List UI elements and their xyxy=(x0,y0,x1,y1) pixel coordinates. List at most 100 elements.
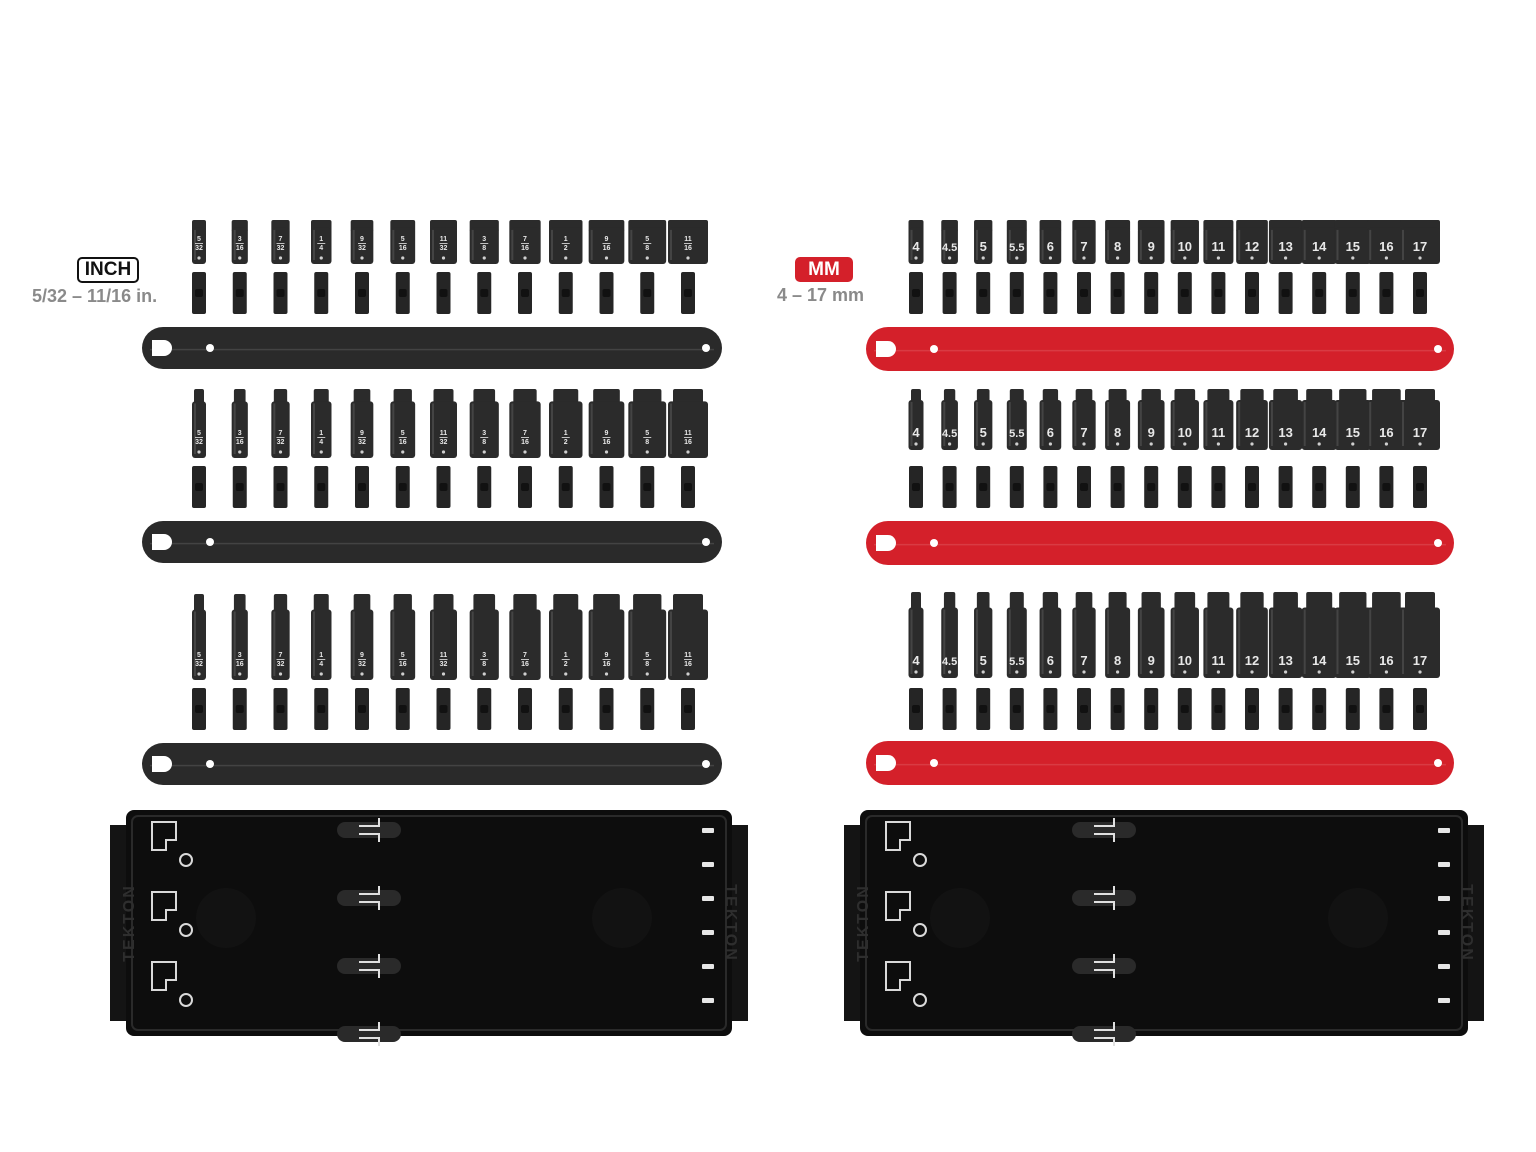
socket-size-denominator: 4 xyxy=(319,439,323,446)
socket-shine xyxy=(590,403,593,454)
tray-brand-text: TEKTON xyxy=(1458,884,1475,961)
socket-fraction-bar xyxy=(398,243,407,244)
socket-fraction-bar xyxy=(684,437,692,438)
socket-fraction-bar xyxy=(684,659,692,660)
socket-body xyxy=(1039,227,1062,264)
socket-fraction-bar xyxy=(521,437,529,438)
mm-socket: 4.5 xyxy=(941,592,958,678)
socket-shine xyxy=(392,229,395,260)
socket-body xyxy=(1072,399,1096,450)
inch-clip xyxy=(599,466,614,508)
socket-fraction-bar xyxy=(358,659,366,660)
socket-ball-hole xyxy=(319,450,323,454)
socket-body xyxy=(908,227,924,264)
mm-socket: 17 xyxy=(1400,592,1440,678)
socket-shine xyxy=(1172,609,1175,674)
socket-fraction-bar xyxy=(195,659,203,660)
socket-ball-hole xyxy=(401,672,405,676)
socket-body xyxy=(1268,399,1303,450)
socket-size-denominator: 16 xyxy=(236,245,244,252)
clip-stud xyxy=(561,483,570,491)
inch-clip xyxy=(355,688,369,730)
socket-size-numerator: 11 xyxy=(440,652,448,659)
tray-center-clip xyxy=(1072,958,1136,974)
socket-size-denominator: 8 xyxy=(482,245,486,252)
socket-shine xyxy=(976,609,979,674)
rail-hole xyxy=(1434,539,1442,547)
socket-size-denominator: 32 xyxy=(277,245,285,252)
rail-edge xyxy=(874,543,1446,546)
socket-size-label: 14 xyxy=(1312,653,1327,668)
socket-body xyxy=(1170,607,1199,678)
tray-clip-outline xyxy=(1094,818,1115,842)
socket-body xyxy=(350,401,374,458)
socket-body xyxy=(974,227,993,264)
socket-size-label: 4.5 xyxy=(942,656,957,668)
clip-stud xyxy=(1214,705,1223,713)
socket-ball-hole xyxy=(1384,256,1388,260)
inch-clip xyxy=(518,272,532,314)
socket-top xyxy=(1405,592,1435,612)
socket-size-denominator: 32 xyxy=(195,439,203,446)
socket-size-denominator: 2 xyxy=(564,661,568,668)
mm-socket: 7 xyxy=(1072,592,1096,678)
socket-shine xyxy=(1369,609,1372,674)
mm-clip xyxy=(1110,688,1125,730)
clip-stud xyxy=(1012,289,1021,297)
socket-size-label: 14 xyxy=(1312,239,1327,254)
tray-clip-outline xyxy=(359,954,380,978)
socket-size-numerator: 5 xyxy=(401,652,405,659)
socket-shine xyxy=(1107,401,1110,446)
mm-clip xyxy=(1177,688,1192,730)
socket-ball-hole xyxy=(914,670,918,674)
socket-top xyxy=(433,594,454,614)
socket-shine xyxy=(313,229,315,260)
socket-body xyxy=(1203,607,1234,678)
socket-shine xyxy=(313,611,315,676)
inch-badge: INCH xyxy=(77,257,139,283)
inch-range-label: 5/32 – 11/16 in. xyxy=(32,286,158,306)
socket-shine xyxy=(1303,609,1306,674)
socket-ball-hole xyxy=(645,450,649,454)
socket-body xyxy=(509,227,541,264)
socket-body xyxy=(311,401,332,458)
clip-stud xyxy=(1080,705,1088,713)
mm-clip xyxy=(1077,466,1091,508)
mm-badge: MM xyxy=(795,257,853,282)
socket-size-numerator: 1 xyxy=(564,430,568,437)
clip-stud xyxy=(1416,705,1424,713)
inch-clip xyxy=(395,688,410,730)
socket-size-label: 8 xyxy=(1114,239,1121,254)
clip-stud xyxy=(561,289,570,297)
socket-size-denominator: 32 xyxy=(440,245,448,252)
inch-socket: 316 xyxy=(231,389,248,458)
clip-stud xyxy=(1214,483,1223,491)
inch-socket: 532 xyxy=(192,389,206,458)
socket-size-numerator: 5 xyxy=(197,430,201,437)
inch-clip xyxy=(355,272,369,314)
socket-fraction-bar xyxy=(602,437,611,438)
rail-keyhole xyxy=(152,340,172,356)
socket-body xyxy=(271,227,290,264)
mm-clip xyxy=(1144,466,1159,508)
socket-size-label: 7 xyxy=(1080,653,1087,668)
socket-size-label: 14 xyxy=(1312,425,1327,440)
socket-shine xyxy=(1369,229,1372,260)
socket-shine xyxy=(471,229,474,260)
rail-keyhole xyxy=(152,756,172,772)
socket-top xyxy=(673,389,703,406)
clip-stud xyxy=(1315,705,1324,713)
mm-socket: 9 xyxy=(1137,592,1165,678)
inch-clip xyxy=(681,688,695,730)
tray-molded-bump xyxy=(1328,888,1388,948)
mm-socket: 6 xyxy=(1039,592,1062,678)
mm-clip xyxy=(1211,688,1226,730)
socket-ball-hole xyxy=(1351,670,1355,674)
socket-body xyxy=(231,609,248,680)
rail-body xyxy=(142,327,722,369)
socket-shine xyxy=(1139,401,1142,446)
inch-clip xyxy=(436,272,451,314)
clip-stud xyxy=(235,483,244,491)
